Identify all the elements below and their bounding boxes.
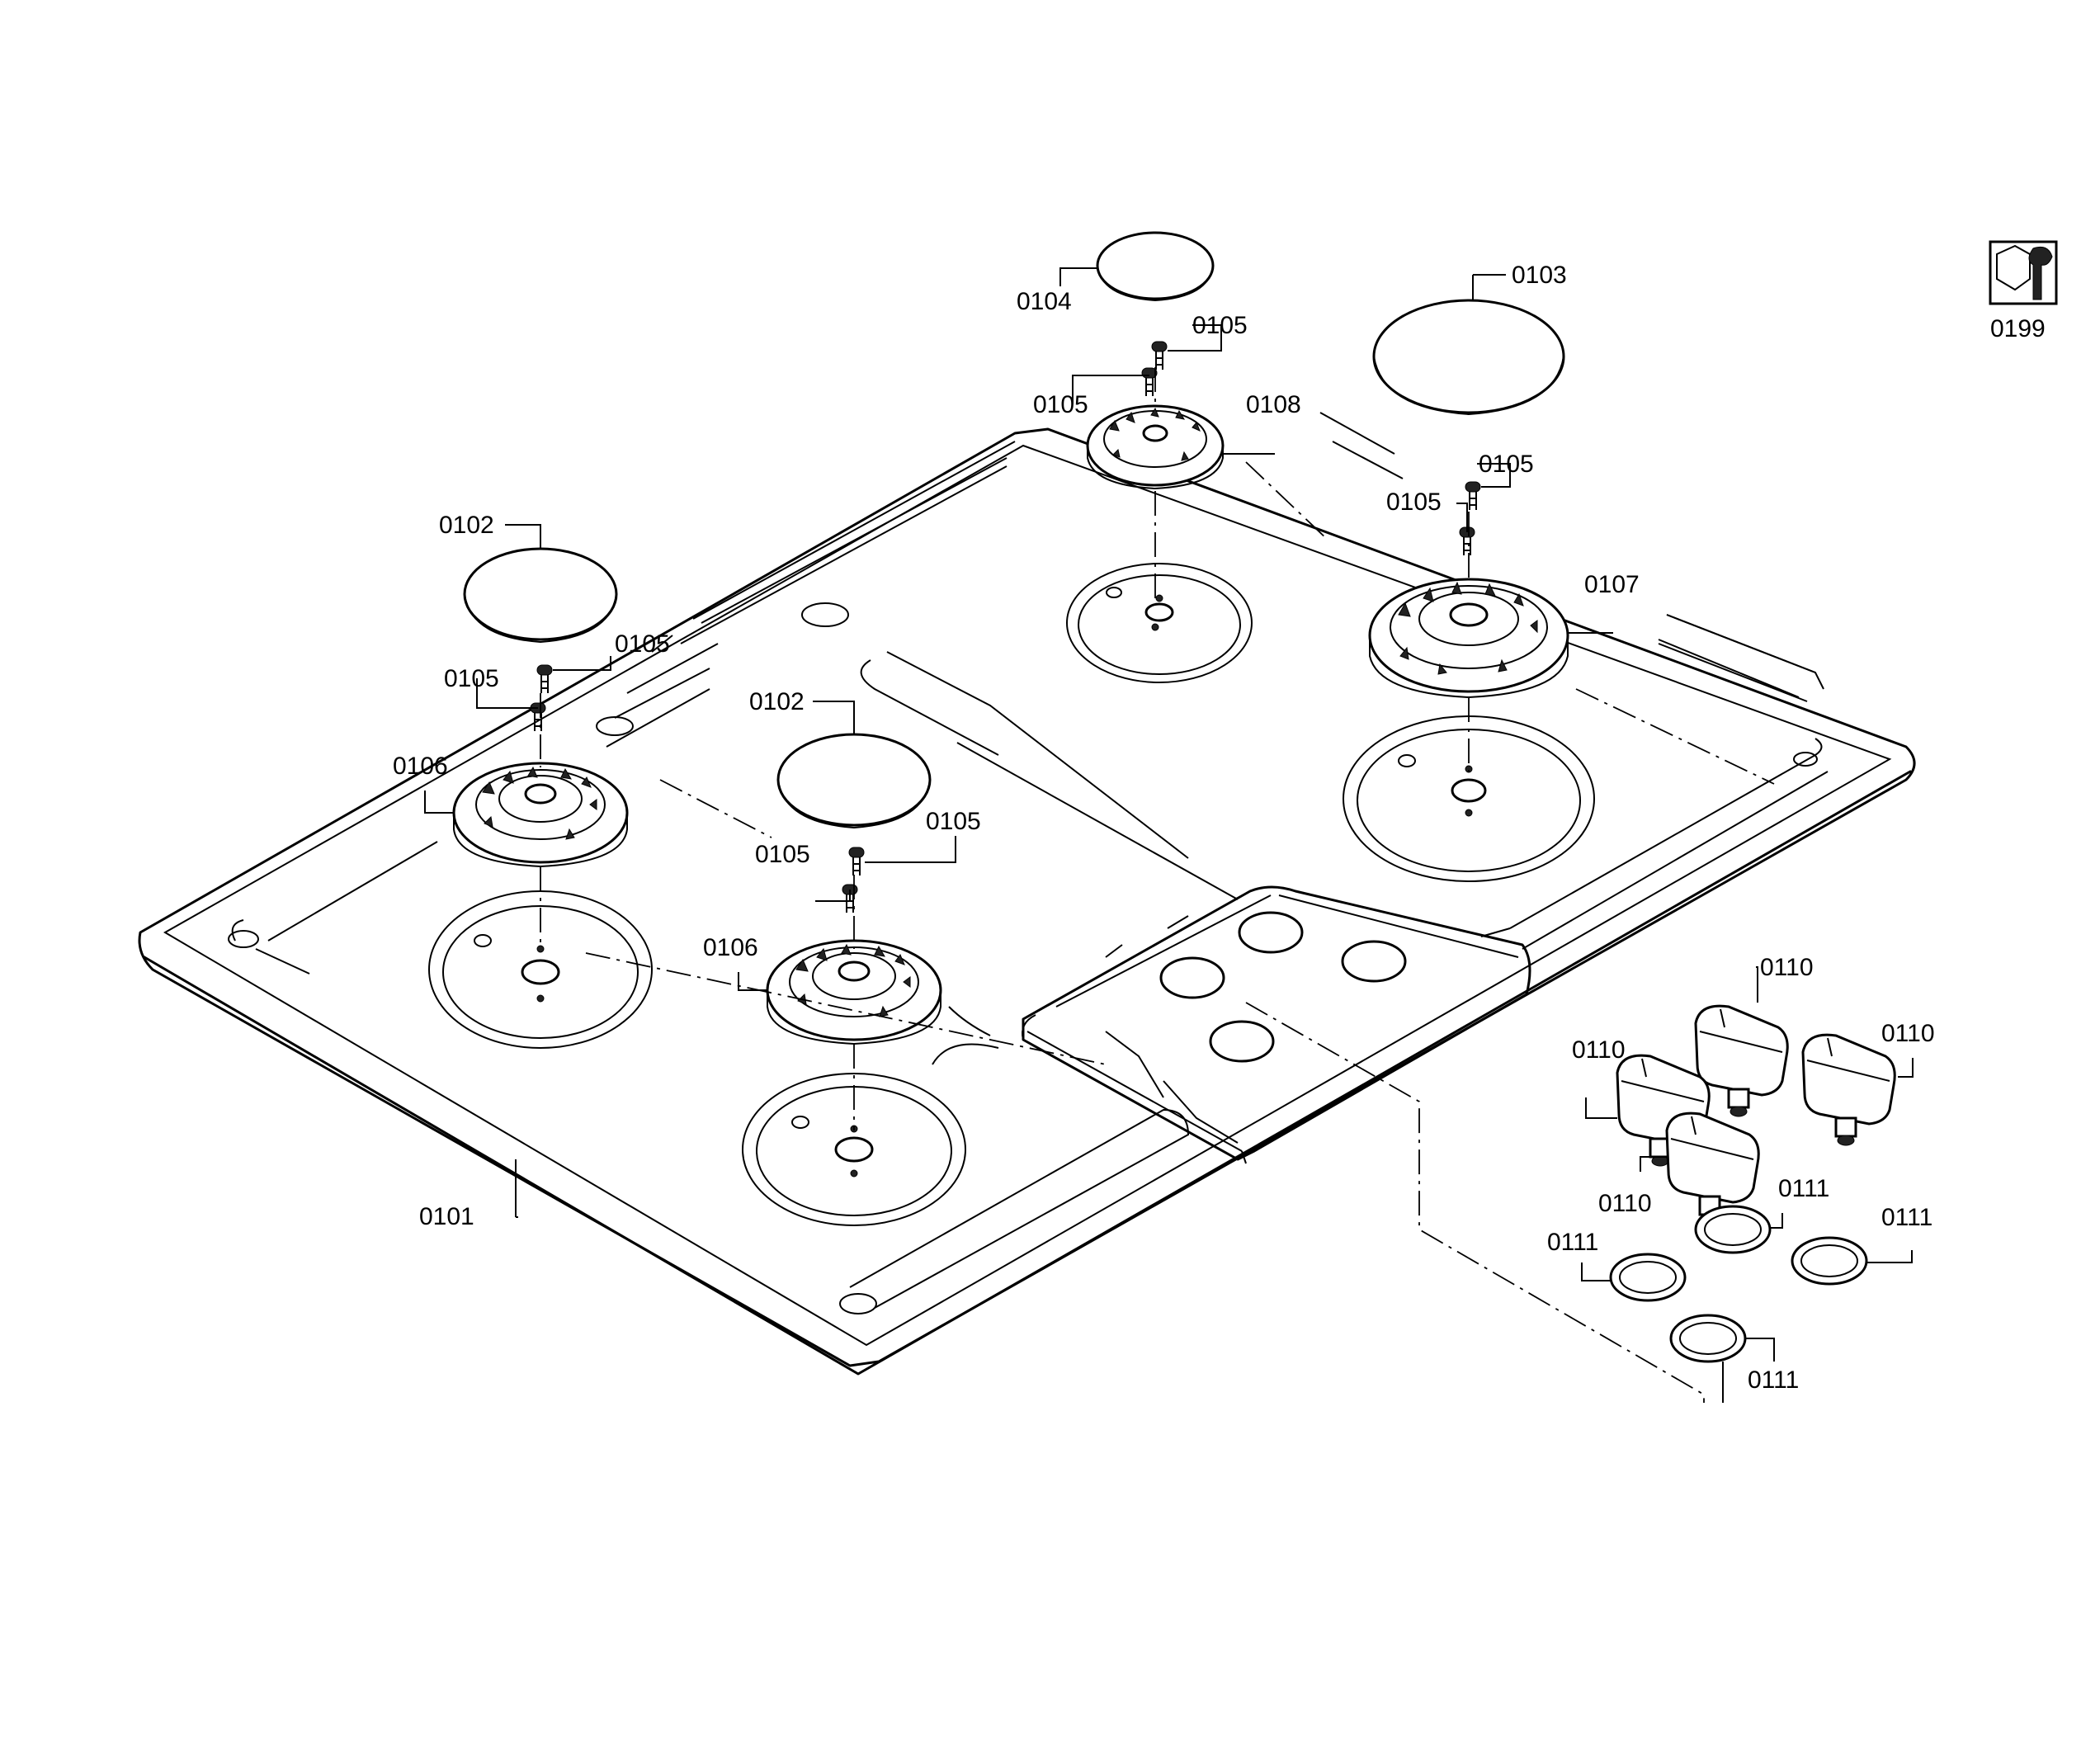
label-0105-g: 0105 bbox=[926, 808, 981, 835]
label-0107: 0107 bbox=[1584, 571, 1640, 598]
label-0105-a: 0105 bbox=[1192, 312, 1248, 339]
label-0110-d: 0110 bbox=[1598, 1190, 1652, 1217]
label-0111-d: 0111 bbox=[1748, 1366, 1799, 1394]
label-0108: 0108 bbox=[1246, 391, 1301, 418]
part-labels: 0101 0102 0102 0103 0104 0105 0105 0105 … bbox=[393, 262, 2046, 1394]
label-0101: 0101 bbox=[419, 1203, 474, 1230]
label-0105-f: 0105 bbox=[444, 665, 499, 692]
label-0110-c: 0110 bbox=[1572, 1036, 1626, 1064]
bezel-rings bbox=[1609, 1205, 1868, 1363]
label-0102-left: 0102 bbox=[439, 512, 494, 539]
leader-lines bbox=[424, 267, 1914, 1403]
assembly-axes bbox=[540, 367, 1775, 1403]
burner-head-center bbox=[766, 939, 942, 1045]
cooktop-frame bbox=[138, 427, 1916, 1376]
label-0105-h: 0105 bbox=[755, 841, 810, 868]
label-0104: 0104 bbox=[1017, 288, 1072, 315]
knobs bbox=[1616, 1004, 1896, 1225]
label-0105-e: 0105 bbox=[615, 630, 670, 658]
label-0106-left: 0106 bbox=[393, 753, 448, 780]
burner-caps bbox=[463, 231, 1565, 829]
label-0110-a: 0110 bbox=[1760, 954, 1814, 981]
label-0111-a: 0111 bbox=[1778, 1175, 1829, 1202]
label-0106-center: 0106 bbox=[703, 934, 758, 961]
label-0199: 0199 bbox=[1990, 315, 2046, 342]
label-0105-d: 0105 bbox=[1386, 488, 1442, 516]
burner-head-rear bbox=[1086, 404, 1225, 490]
burner-head-large bbox=[1368, 578, 1569, 699]
burner-head-left bbox=[452, 762, 629, 868]
burner-bowls bbox=[428, 563, 1595, 1226]
label-0105-b: 0105 bbox=[1033, 391, 1088, 418]
label-0111-c: 0111 bbox=[1881, 1204, 1932, 1231]
label-0103: 0103 bbox=[1512, 262, 1567, 289]
label-0110-b: 0110 bbox=[1881, 1020, 1935, 1047]
label-0105-c: 0105 bbox=[1479, 451, 1534, 478]
wrench-nut-icon bbox=[1989, 240, 2058, 305]
grate-rails bbox=[614, 412, 1816, 719]
label-0111-b: 0111 bbox=[1547, 1229, 1598, 1256]
label-0102-center: 0102 bbox=[749, 688, 805, 715]
